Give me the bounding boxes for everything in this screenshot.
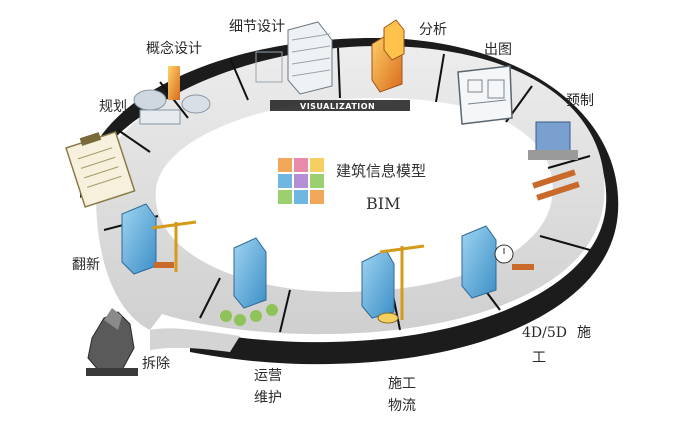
- stage-label-demolition: 拆除: [142, 356, 170, 372]
- ring-banner-label: VISUALIZATION: [300, 102, 375, 111]
- stage-label-operation-2: 维护: [254, 390, 282, 406]
- clipboard-icon: [65, 130, 136, 208]
- ring-top: [96, 45, 605, 352]
- stage-label-concept: 概念设计: [146, 41, 202, 57]
- stage-label-drawing: 出图: [484, 42, 512, 58]
- center-title: 建筑信息模型: [336, 162, 427, 180]
- concept-model-icon: [133, 66, 211, 125]
- analysis-building-icon: [371, 19, 405, 93]
- operation-building-icon: [220, 237, 278, 326]
- stage-label-construction-1: 4D/5D: [522, 325, 567, 341]
- stage-label-construction-2: 施: [577, 325, 591, 341]
- stage-label-logistics-1: 施工: [388, 376, 416, 392]
- ring-banner-bg: [270, 100, 410, 111]
- bim-cube-icon: [278, 158, 324, 204]
- demolition-rubble-icon: [86, 308, 138, 376]
- stage-label-detail: 细节设计: [229, 19, 285, 35]
- stage-label-logistics-2: 物流: [388, 398, 416, 414]
- center-subtitle: BIM: [366, 194, 401, 213]
- renovation-building-icon: [121, 203, 197, 275]
- stage-label-prefab: 预制: [566, 93, 594, 109]
- stage-label-renovation: 翻新: [72, 257, 100, 273]
- construction-4d5d-icon: [461, 225, 534, 299]
- stage-label-operation-1: 运营: [254, 368, 282, 384]
- stage-label-analysis: 分析: [419, 22, 447, 38]
- ring-dividers: [103, 47, 591, 333]
- prefab-machine-icon: [528, 121, 580, 201]
- drawing-board-icon: [457, 65, 513, 125]
- stage-label-construction-3: 工: [532, 350, 546, 366]
- detail-tower-icon: [255, 21, 333, 95]
- logistics-crane-icon: [361, 244, 425, 324]
- stage-label-planning: 规划: [99, 99, 127, 115]
